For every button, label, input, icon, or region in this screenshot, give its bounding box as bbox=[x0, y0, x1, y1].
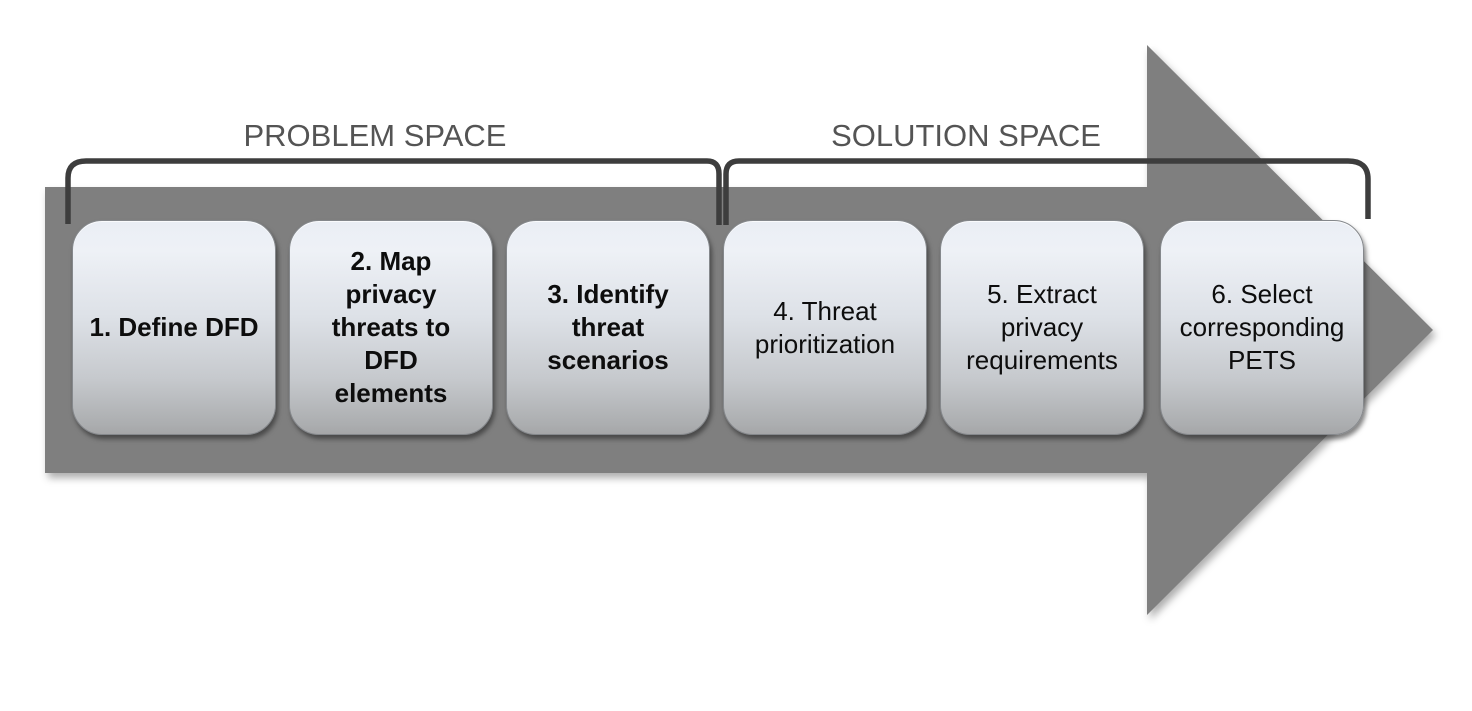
step-box-define-dfd: 1. Define DFD bbox=[72, 220, 276, 435]
step-box-identify-threat-scenarios: 3. Identify threat scenarios bbox=[506, 220, 710, 435]
step-box-extract-privacy-requirements: 5. Extract privacy requirements bbox=[940, 220, 1144, 435]
step-label: 2. Map privacy threats to DFD elements bbox=[331, 246, 451, 408]
problem-space-bracket bbox=[65, 158, 722, 225]
problem-space-label: PROBLEM SPACE bbox=[243, 118, 507, 153]
step-label: 5. Extract privacy requirements bbox=[966, 279, 1118, 375]
solution-space-label: SOLUTION SPACE bbox=[831, 118, 1101, 153]
step-box-threat-prioritization: 4. Threat prioritization bbox=[723, 220, 927, 435]
step-box-map-privacy-threats: 2. Map privacy threats to DFD elements bbox=[289, 220, 493, 435]
step-label: 3. Identify threat scenarios bbox=[547, 279, 669, 375]
step-label: 6. Select corresponding PETS bbox=[1179, 279, 1345, 375]
step-label: 1. Define DFD bbox=[89, 312, 259, 342]
step-label: 4. Threat prioritization bbox=[754, 295, 896, 359]
solution-space-bracket bbox=[723, 158, 1371, 225]
step-box-select-corresponding-pets: 6. Select corresponding PETS bbox=[1160, 220, 1364, 435]
